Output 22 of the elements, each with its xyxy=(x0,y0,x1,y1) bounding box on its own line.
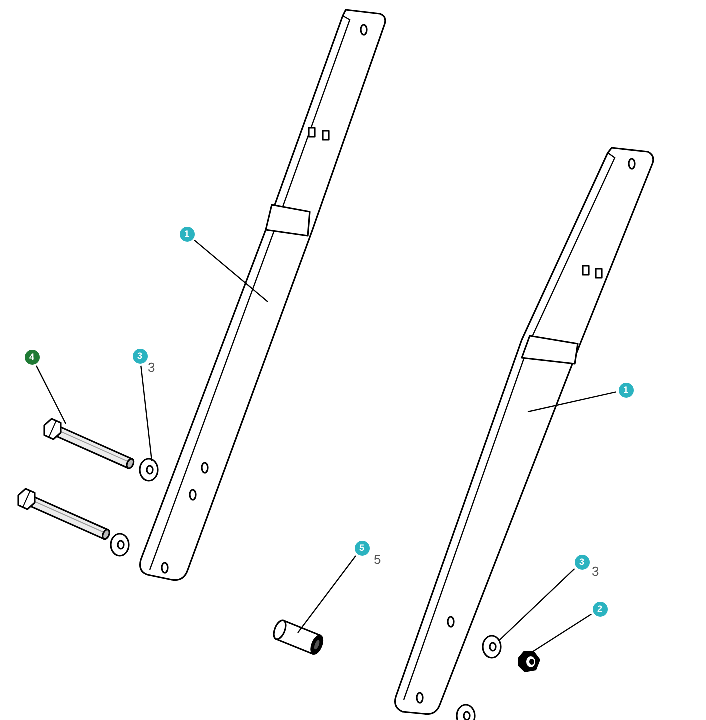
callout-number: 1 xyxy=(618,382,634,398)
part-number: 3 xyxy=(148,361,156,374)
washer-drawing xyxy=(482,635,502,659)
nut-drawing xyxy=(518,652,541,673)
leader-line xyxy=(194,240,268,302)
leader-line xyxy=(498,568,576,642)
callout-number: 3 xyxy=(132,348,148,364)
callout-number: 4 xyxy=(24,350,40,364)
washer-drawing xyxy=(139,458,159,482)
callout-number: 1 xyxy=(180,226,194,242)
leader-line xyxy=(528,392,616,413)
bolt-drawing xyxy=(44,418,135,470)
support-bar-drawing xyxy=(394,147,654,716)
support-bar-drawing xyxy=(140,9,386,582)
part-number: 3 xyxy=(592,565,600,578)
leader-line xyxy=(36,366,67,424)
callout-number: 2 xyxy=(592,602,608,616)
callout-number: 3 xyxy=(574,554,590,570)
leader-line xyxy=(298,556,356,634)
leader-line xyxy=(140,366,153,462)
part-number: 5 xyxy=(374,553,382,566)
callout-number: 5 xyxy=(354,540,370,556)
